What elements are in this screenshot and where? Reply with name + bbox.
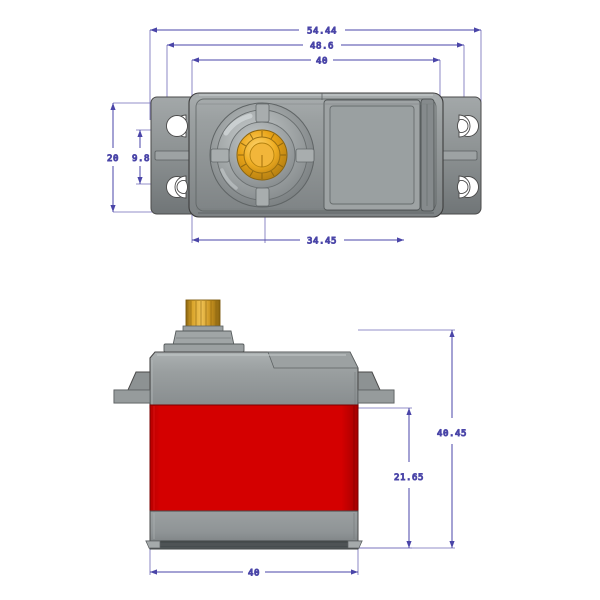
dim-label-34-45: 34.45 xyxy=(307,237,337,247)
side-red-case xyxy=(149,404,359,512)
top-view-group: 54.44 48.6 40 xyxy=(106,26,482,247)
dim-40-45: 40.45 xyxy=(436,330,467,548)
left-mounting-tab xyxy=(150,96,193,215)
dim-label-40-side: 40 xyxy=(248,569,260,579)
dim-label-20: 20 xyxy=(107,154,119,164)
dim-label-54-44: 54.44 xyxy=(307,27,337,37)
dim-40-side: 40 xyxy=(150,568,358,579)
dim-label-40-top: 40 xyxy=(316,57,328,67)
output-spline-hub xyxy=(209,102,315,208)
side-view-extension-lines xyxy=(149,329,455,575)
dim-54-44: 54.44 xyxy=(150,26,481,37)
side-output-gear xyxy=(182,299,224,332)
dim-40-top: 40 xyxy=(192,56,440,67)
side-bottom-plate xyxy=(145,540,363,550)
top-view-body xyxy=(188,92,444,218)
dim-label-9-8: 9.8 xyxy=(132,154,150,164)
dim-label-40-45: 40.45 xyxy=(437,429,467,439)
dim-label-21-65: 21.65 xyxy=(394,473,424,483)
side-view-group: 40 21.65 40.45 xyxy=(113,299,467,579)
side-lower-case xyxy=(149,510,359,542)
dim-20: 20 xyxy=(106,103,119,212)
side-right-mounting-ear xyxy=(357,371,395,404)
side-upper-case xyxy=(149,351,359,409)
dim-9-8: 9.8 xyxy=(131,130,150,184)
dim-34-45: 34.45 xyxy=(192,236,404,247)
right-mounting-tab xyxy=(439,96,482,215)
side-view-dimensions: 40 21.65 40.45 xyxy=(150,330,467,579)
dim-label-48-6: 48.6 xyxy=(310,42,334,52)
dim-48-6: 48.6 xyxy=(167,41,464,52)
side-left-mounting-ear xyxy=(113,371,151,404)
top-view-dimensions: 54.44 48.6 40 xyxy=(106,26,481,247)
dim-21-65: 21.65 xyxy=(393,408,424,548)
side-hub-boss xyxy=(163,330,245,353)
